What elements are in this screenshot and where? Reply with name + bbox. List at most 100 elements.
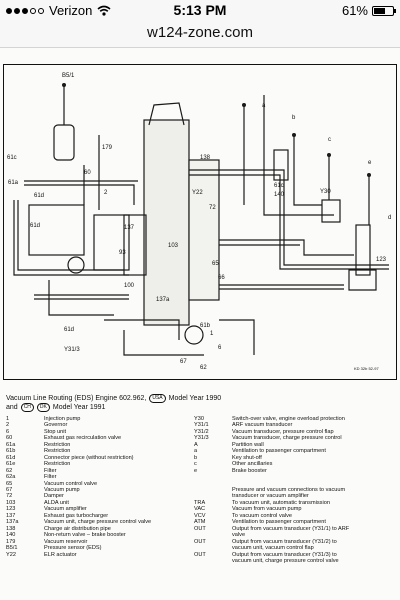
legend-description: Ventilation to passenger compartment <box>232 519 326 526</box>
legend-description: vacuum unit, charge pressure control val… <box>232 557 339 564</box>
legend-row: 61b Restriction a Ventilation to passenger … <box>6 448 396 454</box>
legend-key: A <box>194 441 198 448</box>
diagram-label: 179 <box>102 145 113 151</box>
legend-key: 179 <box>6 538 16 545</box>
legend-key: 62 <box>6 467 13 474</box>
legend-key: e <box>194 467 198 474</box>
diagram-label: a <box>262 103 266 109</box>
diagram-label: 66 <box>218 275 225 281</box>
legend-key: ATM <box>194 519 206 526</box>
legend-description: Vacuum amplifier <box>44 506 87 513</box>
diagram-label: 138 <box>200 155 211 161</box>
legend-key: Y30 <box>194 416 204 422</box>
legend-key: VCV <box>194 512 206 519</box>
diagram-label: 60 <box>84 170 91 176</box>
legend-description: Other ancillaries <box>232 461 273 468</box>
diagram-label: 67 <box>180 359 187 365</box>
legend-key: c <box>194 461 197 468</box>
legend-description: Ventilation to passenger compartment <box>232 448 326 455</box>
diagram-label: c <box>328 137 331 143</box>
legend-description: Restriction <box>44 448 71 455</box>
legend-key: OUT <box>194 551 206 558</box>
status-right: 61% <box>342 3 396 18</box>
diagram-label: 140 <box>274 192 285 198</box>
legend-row: 61e Restriction c Other ancillaries <box>6 461 396 467</box>
legend-description <box>44 558 194 564</box>
legend-key: 138 <box>6 525 16 532</box>
diagram-label: Y22 <box>192 190 203 196</box>
legend-description: Restriction <box>44 461 71 468</box>
legend-description: Vacuum unit, charge pressure control val… <box>44 519 152 526</box>
caption-year-2: Model Year 1991 <box>52 404 106 411</box>
legend-description: Vacuum reservoir <box>44 538 88 545</box>
signal-strength-icon <box>6 7 44 14</box>
legend-key: Y22 <box>6 551 16 558</box>
legend-row: vacuum unit, charge pressure control val… <box>6 558 396 564</box>
legend-key: 62a <box>6 474 16 481</box>
legend-key: 61d <box>6 454 16 461</box>
diagram-label: e <box>368 160 372 166</box>
caption-title: Vacuum Line Routing (EDS) Engine 602.962… <box>6 395 147 402</box>
legend-description: ALDA unit <box>44 499 69 506</box>
market-badge-ch: CH <box>20 403 34 412</box>
legend-description: vacuum unit, vacuum control flap <box>232 545 314 552</box>
diagram-label: 72 <box>209 205 216 211</box>
diagram-label: 137a <box>156 297 170 303</box>
diagram-label: 6 <box>218 345 222 351</box>
legend-key: B5/1 <box>6 545 18 552</box>
legend-key: 72 <box>6 493 13 500</box>
legend-description: Exhaust gas turbocharger <box>44 512 109 519</box>
status-bar: Verizon 5:13 PM 61% <box>0 0 400 20</box>
legend-description: Output from vacuum transducer (Y31/1) to… <box>232 525 350 532</box>
legend-key: a <box>194 448 198 455</box>
legend-description: Injection pump <box>44 416 81 422</box>
diagram-caption: Vacuum Line Routing (EDS) Engine 602.962… <box>6 394 396 412</box>
legend-row: 62 Filter e Brake booster <box>6 468 396 474</box>
legend-description: Vacuum transducer, pressure control flap <box>232 428 334 435</box>
status-left: Verizon <box>6 3 111 18</box>
caption-year: Model Year 1990 <box>168 395 222 402</box>
diagram-label: 61d <box>64 327 75 333</box>
legend-description: ELR actuator <box>44 551 77 558</box>
legend-key: 6 <box>6 428 10 435</box>
legend-description: Partition wall <box>232 441 264 448</box>
legend-key: 60 <box>6 435 13 442</box>
address-bar[interactable]: w124-zone.com <box>0 20 400 48</box>
legend-description: Brake booster <box>232 467 267 474</box>
legend-description: Exhaust gas recirculation valve <box>44 435 122 442</box>
legend-description: valve <box>232 532 246 539</box>
legend-key <box>6 558 44 564</box>
legend-description: Filter <box>44 474 57 481</box>
battery-level <box>374 7 385 14</box>
legend-row: 62a Filter <box>6 474 396 480</box>
legend-key: OUT <box>194 525 206 532</box>
legend-key: 2 <box>6 422 10 429</box>
legend-description: Vacuum pump <box>44 486 80 493</box>
diagram-label: 61b <box>200 323 211 329</box>
diagram-label: 61a <box>8 180 19 186</box>
legend-key: VAC <box>194 506 206 513</box>
legend-key: 61b <box>6 448 16 455</box>
legend-key: 137 <box>6 512 16 519</box>
legend-description: Filter <box>44 467 57 474</box>
diagram-label: 1 <box>210 331 214 337</box>
legend-description: Stop unit <box>44 428 67 435</box>
diagram-label: 93 <box>119 250 126 256</box>
legend-description: Key shut-off <box>232 454 262 461</box>
diagram-label: b <box>292 115 296 121</box>
legend-description: Output from vacuum transducer (Y31/3) to <box>232 551 337 558</box>
legend-key: 61e <box>6 461 16 468</box>
document-page[interactable]: B5/1 179 61c 60 61a 61d 61d 2 93 100 137… <box>0 48 400 600</box>
vacuum-line-diagram: B5/1 179 61c 60 61a 61d 61d 2 93 100 137… <box>3 64 397 380</box>
legend-description: Charge air distribution pipe <box>44 525 111 532</box>
legend-key: 61a <box>6 441 16 448</box>
legend-description: Connector piece (without restriction) <box>44 454 134 461</box>
legend-description: Vacuum control valve <box>44 480 98 487</box>
wifi-icon <box>97 5 111 16</box>
